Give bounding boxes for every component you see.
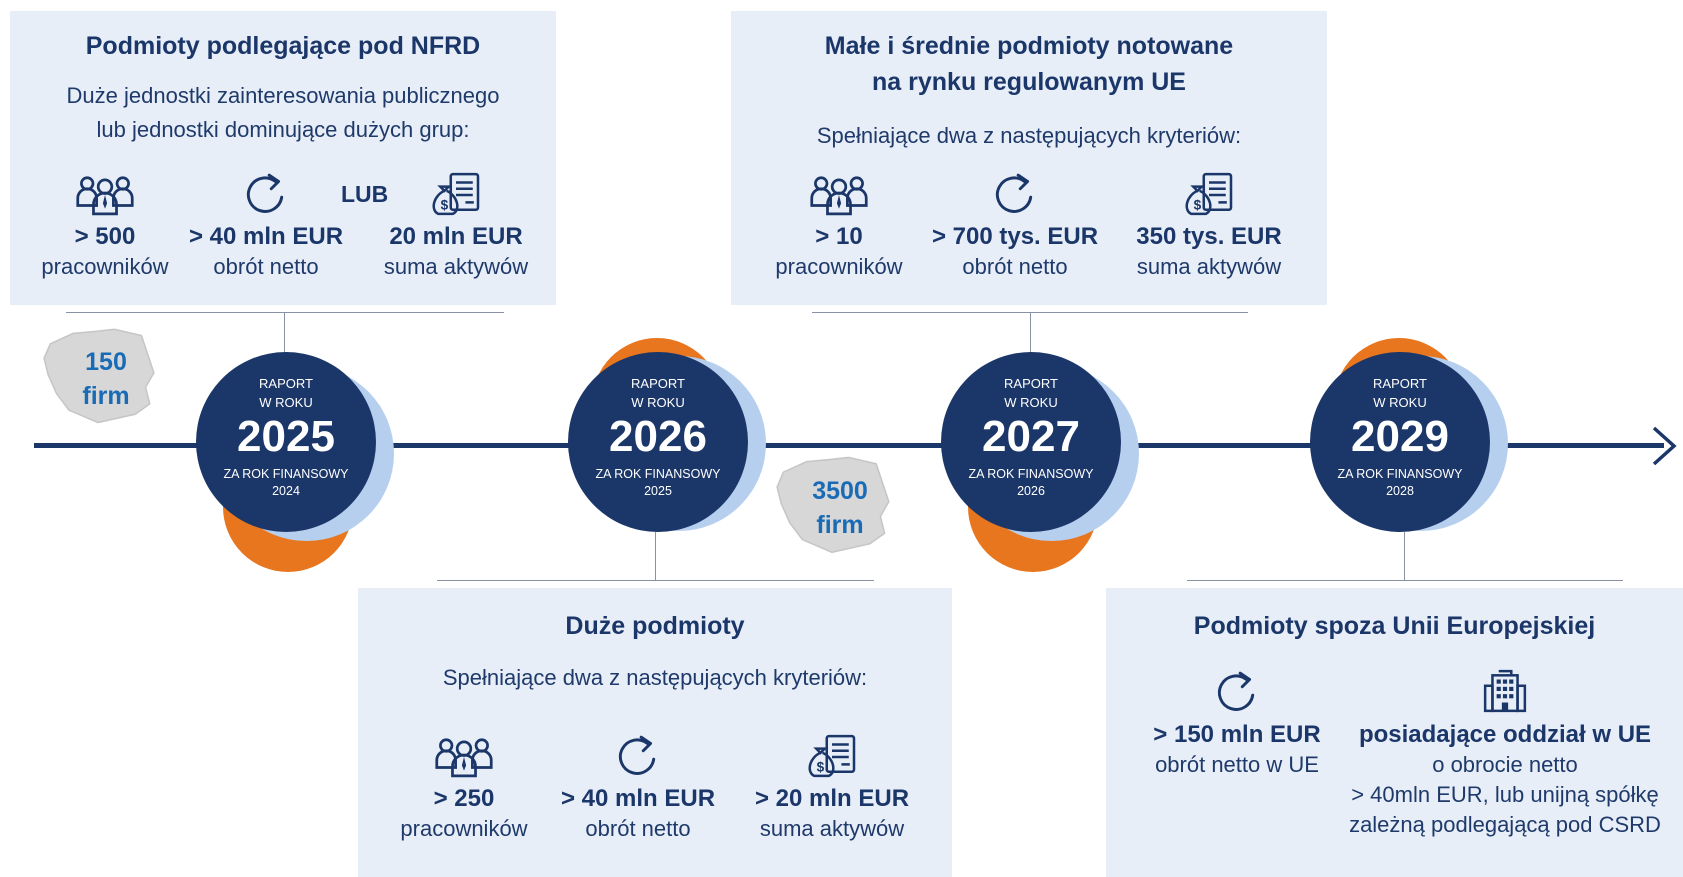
criterion-value: > 20 mln EUR [754, 785, 910, 812]
milestone-2025: RAPORT W ROKU 2025 ZA ROK FINANSOWY 2024 [188, 344, 394, 572]
milestone-fy: 2025 [644, 484, 672, 498]
refresh-icon [618, 735, 656, 775]
box-non-eu: Podmioty spoza Unii Europejskiej > 150 m… [1106, 588, 1683, 877]
box-subtitle: Spełniające dwa z następujących kryterió… [816, 123, 1242, 148]
criterion-label: obrót netto [962, 254, 1068, 279]
milestone-fy: 2028 [1386, 484, 1414, 498]
building-icon [1483, 669, 1527, 713]
milestone-fy-label: ZA ROK FINANSOWY [1337, 467, 1463, 481]
criterion-value: 350 tys. EUR [1136, 223, 1282, 250]
criterion-value: > 40 mln EUR [188, 223, 344, 250]
connector-vline [1404, 532, 1405, 580]
milestone-label: RAPORT [631, 376, 685, 391]
box-title: Małe i średnie podmioty notowane na rynk… [824, 32, 1234, 96]
firm-count-unit: firm [82, 382, 130, 410]
milestone-fy: 2026 [1017, 484, 1045, 498]
timeline-axis [34, 443, 1664, 448]
criterion-value: > 700 tys. EUR [931, 223, 1099, 250]
milestone-label: W ROKU [631, 395, 685, 410]
milestone-label: W ROKU [1004, 395, 1058, 410]
criterion-label: pracowników [775, 254, 903, 279]
box-subtitle: Duże jednostki zainteresowania publiczne… [66, 83, 500, 142]
refresh-icon [1217, 671, 1255, 711]
milestone-2026: RAPORT W ROKU 2026 ZA ROK FINANSOWY 2025 [560, 338, 766, 544]
box-sme: Małe i średnie podmioty notowane na rynk… [731, 11, 1327, 305]
criterion-value: > 250 [433, 785, 495, 812]
criterion-value: 20 mln EUR [389, 223, 523, 250]
milestone-circle: RAPORT W ROKU 2029 ZA ROK FINANSOWY 2028 [1310, 352, 1490, 532]
box-title: Podmioty podlegające pod NFRD [85, 32, 481, 60]
milestone-fy-label: ZA ROK FINANSOWY [223, 467, 349, 481]
connector-hline [66, 312, 504, 313]
milestone-fy: 2024 [272, 484, 300, 498]
criterion-label: suma aktywów [759, 816, 905, 841]
criterion-turnover: > 40 mln EUR obrót netto [538, 734, 738, 844]
milestone-2029: RAPORT W ROKU 2029 ZA ROK FINANSOWY 2028 [1302, 338, 1508, 544]
criterion-value: > 10 [815, 223, 863, 250]
milestone-circle: RAPORT W ROKU 2026 ZA ROK FINANSOWY 2025 [568, 352, 748, 532]
criterion-value: posiadające oddział w UE [1358, 721, 1652, 748]
firm-count: 3500 firm [790, 474, 890, 542]
money-document-icon [1185, 172, 1233, 216]
milestone-label: W ROKU [1373, 395, 1427, 410]
firm-count-number: 3500 [812, 477, 868, 505]
box-title: Podmioty spoza Unii Europejskiej [1193, 612, 1596, 640]
connector-vline [1030, 312, 1031, 360]
box-subtitle: Spełniające dwa z następujących kryterió… [442, 665, 868, 690]
milestone-circle: RAPORT W ROKU 2025 ZA ROK FINANSOWY 2024 [196, 352, 376, 532]
milestone-year: 2029 [1351, 412, 1449, 461]
connector-hline [437, 580, 874, 581]
criterion-label: obrót netto [213, 254, 319, 279]
criterion-turnover: > 150 mln EUR obrót netto w UE [1132, 670, 1342, 780]
box-nfrd: Podmioty podlegające pod NFRD Duże jedno… [10, 11, 556, 305]
criterion-employees: > 500 pracowników [5, 172, 205, 282]
criterion-branch: posiadające oddział w UE o obrocie netto… [1342, 668, 1668, 840]
firm-count-number: 150 [85, 348, 127, 376]
criterion-assets: > 20 mln EUR suma aktywów [732, 734, 932, 844]
milestone-fy-label: ZA ROK FINANSOWY [595, 467, 721, 481]
criterion-value: > 150 mln EUR [1153, 721, 1321, 748]
milestone-fy-label: ZA ROK FINANSOWY [968, 467, 1094, 481]
milestone-label: RAPORT [1004, 376, 1058, 391]
employees-icon [76, 176, 134, 216]
milestone-label: W ROKU [259, 395, 313, 410]
milestone-label: RAPORT [259, 376, 313, 391]
criterion-assets: 20 mln EUR suma aktywów [356, 172, 556, 282]
milestone-2027: RAPORT W ROKU 2027 ZA ROK FINANSOWY 2026 [933, 344, 1139, 572]
criterion-employees: > 250 pracowników [364, 734, 564, 844]
criterion-value: > 500 [74, 223, 136, 250]
criterion-label: o obrocie netto > 40mln EUR, lub unijną … [1349, 752, 1661, 837]
criterion-label: pracowników [400, 816, 528, 841]
arrow-head-icon [1652, 426, 1677, 466]
money-document-icon [808, 734, 856, 778]
refresh-icon [246, 173, 284, 213]
milestone-year: 2027 [982, 412, 1080, 461]
criterion-label: obrót netto w UE [1155, 752, 1319, 777]
milestone-year: 2026 [609, 412, 707, 461]
criterion-label: suma aktywów [383, 254, 529, 279]
employees-icon [810, 176, 868, 216]
criterion-label: pracowników [41, 254, 169, 279]
criterion-value: > 40 mln EUR [560, 785, 716, 812]
refresh-icon [995, 173, 1033, 213]
milestone-circle: RAPORT W ROKU 2027 ZA ROK FINANSOWY 2026 [941, 352, 1121, 532]
connector-vline [284, 312, 285, 360]
criterion-turnover: > 40 mln EUR obrót netto [166, 172, 366, 282]
milestone-label: RAPORT [1373, 376, 1427, 391]
box-title: Duże podmioty [565, 612, 745, 640]
firm-count: 150 firm [56, 345, 156, 413]
employees-icon [435, 738, 493, 778]
connector-vline [655, 532, 656, 580]
money-document-icon [432, 172, 480, 216]
criterion-assets: 350 tys. EUR suma aktywów [1109, 172, 1309, 282]
box-large: Duże podmioty Spełniające dwa z następuj… [358, 588, 952, 877]
criterion-label: obrót netto [585, 816, 691, 841]
connector-hline [1187, 580, 1623, 581]
criterion-label: suma aktywów [1136, 254, 1282, 279]
firm-count-unit: firm [816, 511, 864, 539]
milestone-year: 2025 [237, 412, 335, 461]
criterion-employees: > 10 pracowników [739, 172, 939, 282]
or-label: LUB [341, 181, 389, 207]
criterion-turnover: > 700 tys. EUR obrót netto [915, 172, 1115, 282]
